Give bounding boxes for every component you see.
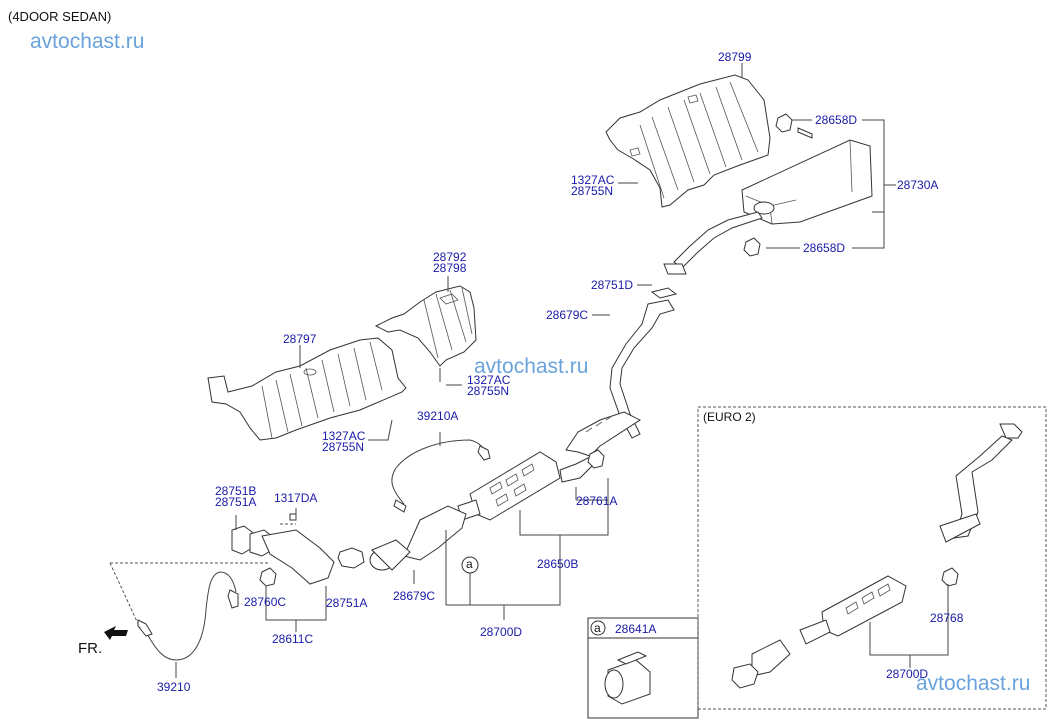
part-label-28751D[interactable]: 28751D [591, 278, 634, 292]
part-label-28611C[interactable]: 28611C [272, 632, 314, 646]
part-label-28799[interactable]: 28799 [718, 50, 752, 64]
part-label-28755N-mid[interactable]: 28755N [467, 384, 510, 398]
euro2-exhaust-assembly[interactable] [731, 423, 1023, 689]
part-label-28751A-upper[interactable]: 28751A [215, 495, 257, 509]
front-pipe[interactable] [231, 513, 335, 587]
front-direction-label: FR. [78, 640, 103, 657]
variant-label: (4DOOR SEDAN) [8, 9, 112, 24]
oxygen-sensor-rear[interactable] [391, 439, 491, 513]
heat-shield-rear[interactable] [605, 74, 771, 208]
part-label-1327AC-top[interactable]: 1327AC [571, 173, 615, 187]
part-label-28679C-lower[interactable]: 28679C [393, 589, 436, 603]
part-label-39210[interactable]: 39210 [157, 680, 191, 694]
part-label-28641A[interactable]: 28641A [615, 622, 657, 636]
center-pipe[interactable] [565, 263, 687, 457]
part-label-28798[interactable]: 28798 [433, 261, 467, 275]
part-label-28760C[interactable]: 28760C [244, 595, 287, 609]
part-label-28797[interactable]: 28797 [283, 332, 317, 346]
clamp-icon [604, 651, 651, 705]
watermark-bottom: avtochast.ru [916, 672, 1031, 695]
part-label-28761A[interactable]: 28761A [576, 494, 618, 508]
part-label-28658D-top[interactable]: 28658D [815, 113, 858, 127]
part-label-28755N-top[interactable]: 28755N [571, 184, 614, 198]
clamp-ref-letter: a [594, 621, 601, 635]
part-label-28751B[interactable]: 28751B [215, 484, 257, 498]
part-label-28700D-euro[interactable]: 28700D [886, 667, 929, 681]
part-label-28755N-left[interactable]: 28755N [322, 440, 365, 454]
part-label-28768[interactable]: 28768 [930, 611, 964, 625]
callout-ref-a: a [466, 557, 473, 571]
part-label-28650B[interactable]: 28650B [537, 557, 579, 571]
part-label-1317DA[interactable]: 1317DA [274, 491, 318, 505]
part-label-28679C-upper[interactable]: 28679C [546, 308, 589, 322]
part-label-28730A[interactable]: 28730A [897, 178, 939, 192]
part-label-1327AC-mid[interactable]: 1327AC [467, 373, 511, 387]
part-label-28792[interactable]: 28792 [433, 250, 467, 264]
muffler[interactable] [673, 113, 873, 269]
part-label-28700D[interactable]: 28700D [480, 625, 523, 639]
part-label-1327AC-left[interactable]: 1327AC [322, 429, 366, 443]
watermark-top: avtochast.ru [30, 30, 145, 53]
part-label-39210A[interactable]: 39210A [417, 409, 459, 423]
leader-lines [109, 63, 896, 678]
heat-shield-front[interactable] [207, 337, 407, 441]
heat-shield-center[interactable] [374, 285, 477, 367]
euro2-title: (EURO 2) [703, 410, 756, 424]
part-label-28751A-lower[interactable]: 28751A [326, 596, 368, 610]
front-arrow-icon [104, 626, 128, 640]
part-label-28658D-bottom[interactable]: 28658D [803, 241, 846, 255]
exhaust-assembly[interactable] [337, 449, 605, 571]
watermark-middle: avtochast.ru [474, 355, 589, 378]
oxygen-sensor-front[interactable] [137, 571, 239, 661]
